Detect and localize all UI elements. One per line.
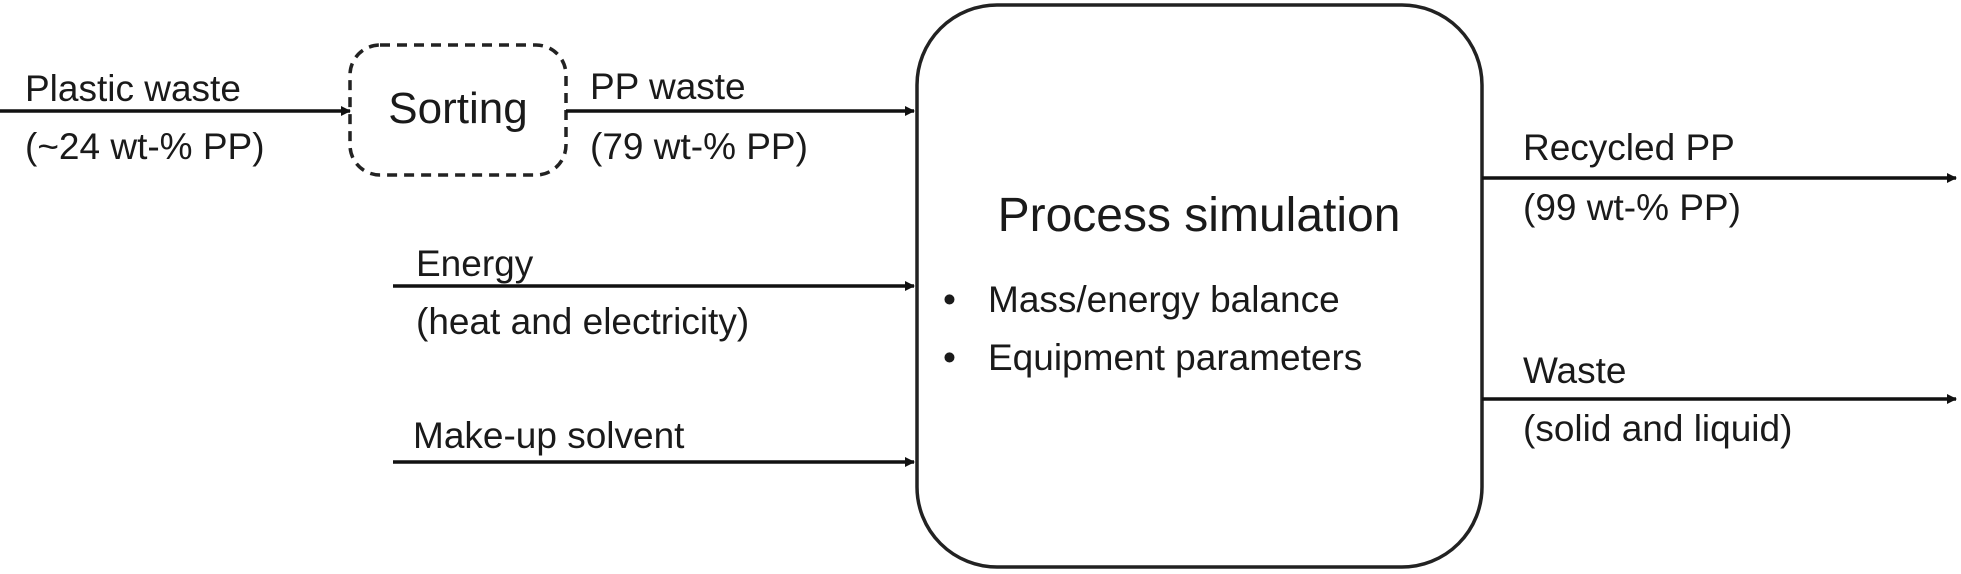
sorting-step: Sorting	[348, 43, 568, 177]
recycled-pp-output: Recycled PP (99 wt-% PP)	[1482, 127, 1957, 228]
bullet-1-symbol: •	[943, 279, 956, 320]
waste-detail: (solid and liquid)	[1523, 408, 1792, 449]
plastic-waste-input: Plastic waste (~24 wt-% PP)	[0, 68, 351, 167]
process-simulation-title: Process simulation	[998, 189, 1401, 242]
solvent-input: Make-up solvent	[393, 415, 915, 467]
process-simulation-block: Process simulation • Mass/energy balance…	[915, 3, 1484, 569]
process-simulation-box	[915, 3, 1484, 569]
waste-label: Waste	[1523, 350, 1626, 391]
plastic-waste-composition: (~24 wt-% PP)	[25, 126, 265, 167]
solvent-label: Make-up solvent	[413, 415, 685, 456]
bullet-1-text: Mass/energy balance	[988, 279, 1340, 320]
pp-waste-flow: PP waste (79 wt-% PP)	[566, 66, 915, 167]
bullet-2-symbol: •	[943, 337, 956, 378]
pp-waste-composition: (79 wt-% PP)	[590, 126, 808, 167]
bullet-2-text: Equipment parameters	[988, 337, 1362, 378]
energy-label: Energy	[416, 243, 534, 284]
energy-input: Energy (heat and electricity)	[393, 243, 915, 342]
recycled-pp-label: Recycled PP	[1523, 127, 1735, 168]
plastic-waste-label: Plastic waste	[25, 68, 241, 109]
sorting-label: Sorting	[388, 84, 527, 133]
recycled-pp-composition: (99 wt-% PP)	[1523, 187, 1741, 228]
pp-waste-label: PP waste	[590, 66, 746, 107]
energy-detail: (heat and electricity)	[416, 301, 749, 342]
waste-output: Waste (solid and liquid)	[1482, 350, 1957, 449]
